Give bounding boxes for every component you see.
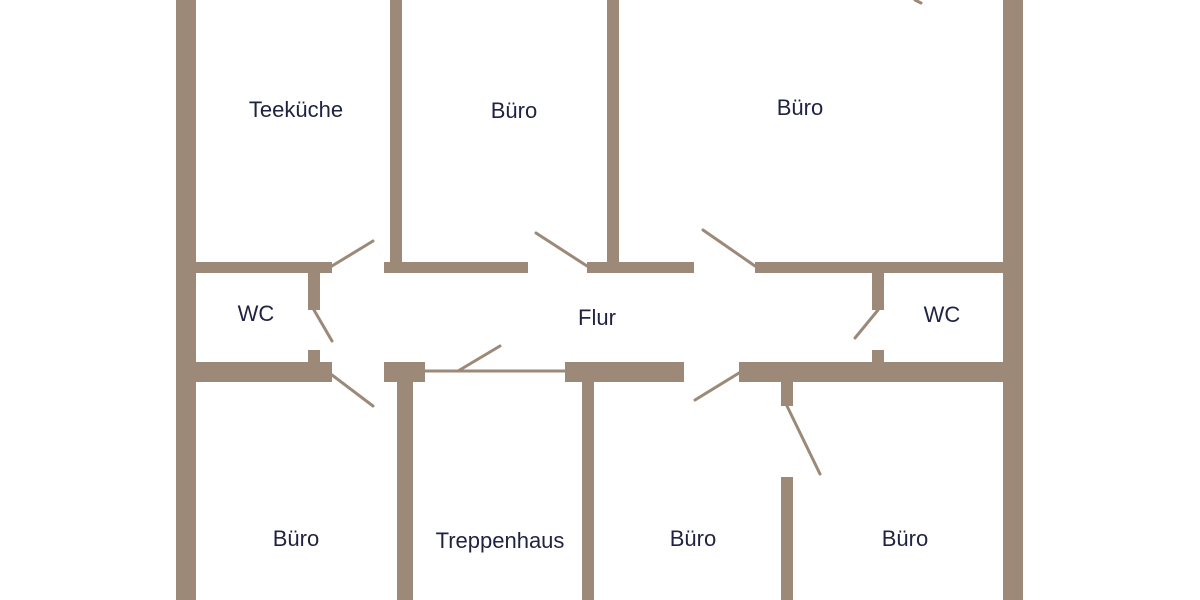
corridor-bottom-wall-2 (384, 362, 425, 382)
wall-buero-buero-top (607, 0, 619, 268)
corridor-top-wall-1 (196, 262, 332, 273)
corridor-bottom-wall-3 (565, 362, 684, 382)
room-label-buero-top-middle: Büro (490, 98, 538, 123)
outer-wall-right (1003, 0, 1023, 600)
corridor-top-wall-2 (384, 262, 528, 273)
room-label-wc-left: WC (237, 301, 275, 326)
wc-right-wall-lower (872, 350, 884, 362)
wc-left-wall-lower (308, 350, 320, 362)
room-label-buero-bottom-right: Büro (881, 526, 929, 551)
corridor-bottom-wall-4 (739, 362, 1003, 382)
door-swing-buero-bottom-right (785, 404, 822, 476)
wall-teekueche-buero (390, 0, 402, 268)
room-label-buero-bottom-middle: Büro (669, 526, 717, 551)
door-swing-buero-top-right (701, 228, 757, 268)
door-swing-buero-top-middle (534, 231, 589, 268)
room-label-teekueche: Teeküche (248, 97, 344, 122)
room-label-wc-right: WC (923, 302, 961, 327)
wall-buero-buero-bottom-upper (781, 382, 793, 406)
door-swing-teekueche (330, 239, 375, 268)
wc-left-wall-upper (308, 273, 320, 310)
room-label-buero-top-right: Büro (776, 95, 824, 120)
corridor-top-wall-4 (755, 262, 1003, 273)
door-swing-wc-right (853, 308, 880, 340)
room-label-flur: Flur (578, 305, 616, 330)
door-swing-buero-bottom-middle (693, 371, 741, 402)
door-swing-top-right-partial (913, 0, 923, 5)
room-label-treppenhaus: Treppenhaus (435, 528, 565, 553)
door-swing-wc-left (312, 308, 334, 343)
wall-treppenhaus-buero (582, 382, 594, 600)
wall-buero-buero-bottom-lower (781, 477, 793, 600)
wall-buero-treppenhaus (397, 382, 413, 600)
outer-wall-left (176, 0, 196, 600)
door-swing-buero-bottom-left (330, 373, 375, 408)
room-label-buero-bottom-left: Büro (272, 526, 320, 551)
wc-right-wall-upper (872, 273, 884, 310)
door-swing-treppenhaus (456, 344, 502, 373)
walls (176, 0, 1023, 600)
door-swings (312, 0, 923, 476)
corridor-top-wall-3 (587, 262, 694, 273)
corridor-bottom-wall-1 (196, 362, 332, 382)
